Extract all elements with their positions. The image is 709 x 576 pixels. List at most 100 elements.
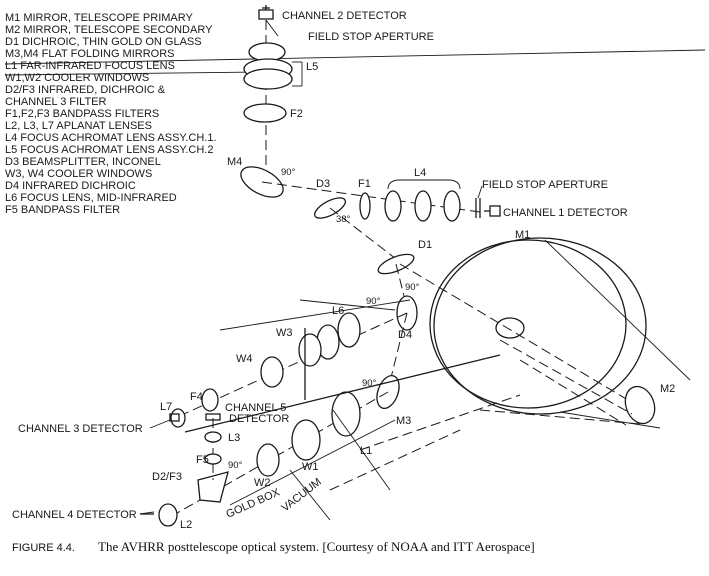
channel-2-detector-box: [258, 9, 274, 20]
legend-line: D2/F3 INFRARED, DICHROIC &: [5, 84, 166, 96]
lens-L3: [204, 431, 222, 443]
label-M1: M1: [515, 229, 530, 241]
frame-line: [299, 299, 396, 311]
label-L7: L7: [160, 401, 172, 413]
leader-line: [139, 511, 155, 515]
label-M4: M4: [227, 156, 242, 168]
ray-line: [559, 411, 661, 429]
gold-box-edge: [289, 469, 331, 521]
legend-line: F5 BANDPASS FILTER: [5, 204, 120, 216]
label-L2: L2: [180, 519, 192, 531]
label-field-stop-mid: FIELD STOP APERTURE: [482, 179, 608, 191]
legend-line: L2, L3, L7 APLANAT LENSES: [5, 120, 152, 132]
label-angle-m4: 90°: [281, 167, 296, 178]
L4-bracket: [387, 179, 461, 190]
channel-1-train: [261, 179, 501, 222]
label-W1: W1: [302, 461, 319, 473]
legend-line: L4 FOCUS ACHROMAT LENS ASSY.CH.1.: [5, 132, 217, 144]
gold-box-edge: [229, 419, 396, 506]
legend-line: W3, W4 COOLER WINDOWS: [5, 168, 152, 180]
label-channel-3-detector: CHANNEL 3 DETECTOR: [18, 423, 143, 435]
label-field-stop-top: FIELD STOP APERTURE: [308, 31, 434, 43]
leader-line: [477, 185, 483, 199]
scan-streak: [4, 49, 706, 65]
label-D2F3: D2/F3: [152, 471, 182, 483]
window-W4: [260, 356, 284, 388]
lens-L4-element: [443, 190, 461, 222]
filter-F4: [201, 388, 219, 412]
filter-F5: [204, 453, 222, 465]
mirror-M2: [624, 385, 656, 425]
window-W2: [256, 443, 280, 477]
legend-line: D1 DICHROIC, THIN GOLD ON GLASS: [5, 36, 202, 48]
channel-5-train: [139, 413, 222, 515]
label-D3: D3: [316, 178, 330, 190]
label-L4: L4: [414, 167, 426, 179]
axis-d1-m2: [399, 263, 639, 407]
channel-4-train: [140, 354, 521, 527]
ray-dashed: [329, 429, 461, 491]
label-W3: W3: [276, 327, 293, 339]
ray-dashed: [359, 394, 521, 451]
ray-line: [544, 239, 691, 381]
filter-F1: [359, 192, 371, 220]
window-W1: [291, 419, 321, 461]
channel-3-detector-box: [169, 413, 180, 422]
frame-line: [184, 354, 501, 433]
mirror-M1-hole: [495, 317, 525, 339]
legend-line: M3,M4 FLAT FOLDING MIRRORS: [5, 48, 175, 60]
channel-2-train: [240, 5, 303, 198]
label-L3: L3: [228, 432, 240, 444]
lens-L7: [170, 408, 186, 428]
legend-line: CHANNEL 3 FILTER: [5, 96, 107, 108]
label-L5: L5: [306, 61, 318, 73]
legend: M1 MIRROR, TELESCOPE PRIMARY M2 MIRROR, …: [5, 12, 217, 216]
label-channel-2-detector: CHANNEL 2 DETECTOR: [282, 10, 407, 22]
figure-caption: FIGURE 4.4. The AVHRR posttelescope opti…: [12, 539, 535, 554]
legend-line: L5 FOCUS ACHROMAT LENS ASSY.CH.2: [5, 144, 213, 156]
label-D1: D1: [418, 239, 432, 251]
ray-dashed: [519, 359, 627, 426]
channel-5-detector-box: [205, 413, 221, 421]
dichroic-D2F3: [197, 471, 229, 503]
label-D4: D4: [398, 329, 412, 341]
leader-line: [265, 19, 279, 37]
label-angle-d4-a: 90°: [366, 296, 381, 307]
label-angle-m3: 90°: [362, 378, 377, 389]
legend-line: L1 FAR-INFRARED FOCUS LENS: [5, 60, 175, 72]
caption-text: The AVHRR posttelescope optical system. …: [98, 539, 535, 554]
lens-L4-element: [414, 190, 432, 222]
label-channel-4-detector: CHANNEL 4 DETECTOR: [12, 509, 137, 521]
lens-L6-element: [337, 312, 361, 348]
lens-L2: [158, 503, 178, 527]
ray-dashed: [479, 409, 641, 425]
label-channel-5-detector-1: CHANNEL 5: [225, 402, 286, 414]
label-W4: W4: [236, 353, 253, 365]
label-angle-d3: 38°: [336, 214, 351, 225]
legend-line: D4 INFRARED DICHROIC: [5, 180, 136, 192]
axis-d1-d4: [395, 263, 409, 313]
legend-line: M2 MIRROR, TELESCOPE SECONDARY: [5, 24, 213, 36]
caption-figure-number: FIGURE 4.4.: [12, 542, 75, 554]
frame-line: [219, 299, 411, 331]
scan-streak: [4, 71, 261, 76]
legend-line: L6 FOCUS LENS, MID-INFRARED: [5, 192, 177, 204]
primary-mirror-M1: [399, 237, 691, 429]
label-F2: F2: [290, 108, 303, 120]
ray-dashed: [499, 339, 633, 415]
label-vacuum: VACUUM: [279, 476, 323, 514]
label-F1: F1: [358, 178, 371, 190]
lens-L5-element: [243, 68, 293, 90]
label-W2: W2: [254, 477, 271, 489]
legend-line: M1 MIRROR, TELESCOPE PRIMARY: [5, 12, 194, 24]
legend-line: D3 BEAMSPLITTER, INCONEL: [5, 156, 161, 168]
channel-3-5-train: [170, 263, 418, 428]
mirror-M1-rim: [433, 237, 647, 415]
leader-line: [149, 419, 171, 429]
legend-line: F1,F2,F3 BANDPASS FILTERS: [5, 108, 159, 120]
lens-L4-element: [384, 190, 402, 222]
lens-L5-element: [248, 42, 286, 62]
label-L6: L6: [332, 305, 344, 317]
label-channel-5-detector-2: DETECTOR: [229, 413, 289, 425]
